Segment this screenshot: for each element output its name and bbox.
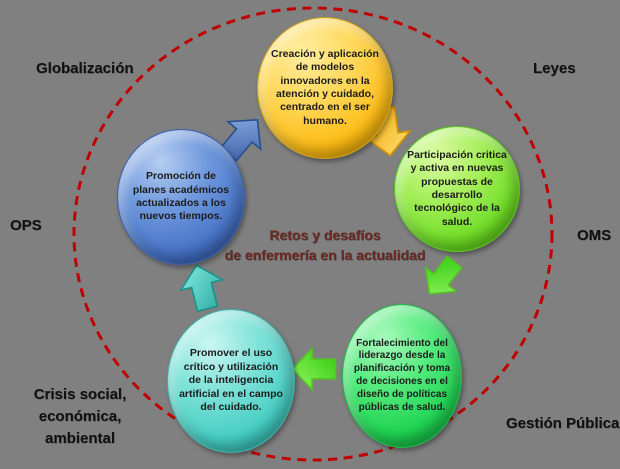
cycle-node-academic-plans-text: Promoción de planes académicos actualiza… — [132, 170, 230, 223]
outer-label-gestion-publica: Gestión Pública — [506, 415, 620, 432]
cycle-node-participation: Participación critica y activa en nuevas… — [394, 126, 520, 252]
diagram-title-line1: Retos y desafíos — [269, 227, 381, 243]
diagram-title-line2: de enfermería en la actualidad — [224, 246, 426, 263]
cycle-node-innovation-text: Creación y aplicación de modelos innovad… — [271, 47, 379, 127]
outer-label-globalizacion: Globalización — [36, 60, 134, 77]
outer-label-ops: OPS — [10, 217, 42, 234]
outer-label-crisis-line2: económica, — [38, 407, 122, 425]
outer-label-crisis: Crisis social, económica, ambiental — [22, 384, 138, 449]
cycle-node-artificial-intelligence: Promover el uso crítico y utilización de… — [167, 309, 295, 453]
cycle-node-artificial-intelligence-text: Promover el uso crítico y utilización de… — [179, 347, 283, 414]
arrow-up-icon — [178, 264, 225, 313]
outer-label-oms: OMS — [577, 227, 612, 244]
outer-label-leyes: Leyes — [533, 60, 576, 77]
outer-label-crisis-line3: ambiental — [44, 429, 116, 447]
cycle-node-leadership-text: Fortalecimiento del liderazgo desde la p… — [353, 337, 451, 413]
dashed-red-circle — [72, 6, 554, 462]
cycle-node-participation-text: Participación critica y activa en nuevas… — [407, 148, 507, 228]
cycle-node-innovation: Creación y aplicación de modelos innovad… — [257, 17, 393, 159]
cycle-node-academic-plans: Promoción de planes académicos actualiza… — [117, 129, 245, 265]
outer-label-crisis-line1: Crisis social, — [33, 386, 127, 403]
arrow-down-left-icon — [424, 255, 463, 295]
cycle-node-leadership: Fortalecimiento del liderazgo desde la p… — [342, 304, 462, 448]
arrow-left-icon — [291, 346, 337, 392]
diagram-title: Retos y desafíos de enfermería en la act… — [195, 226, 455, 265]
